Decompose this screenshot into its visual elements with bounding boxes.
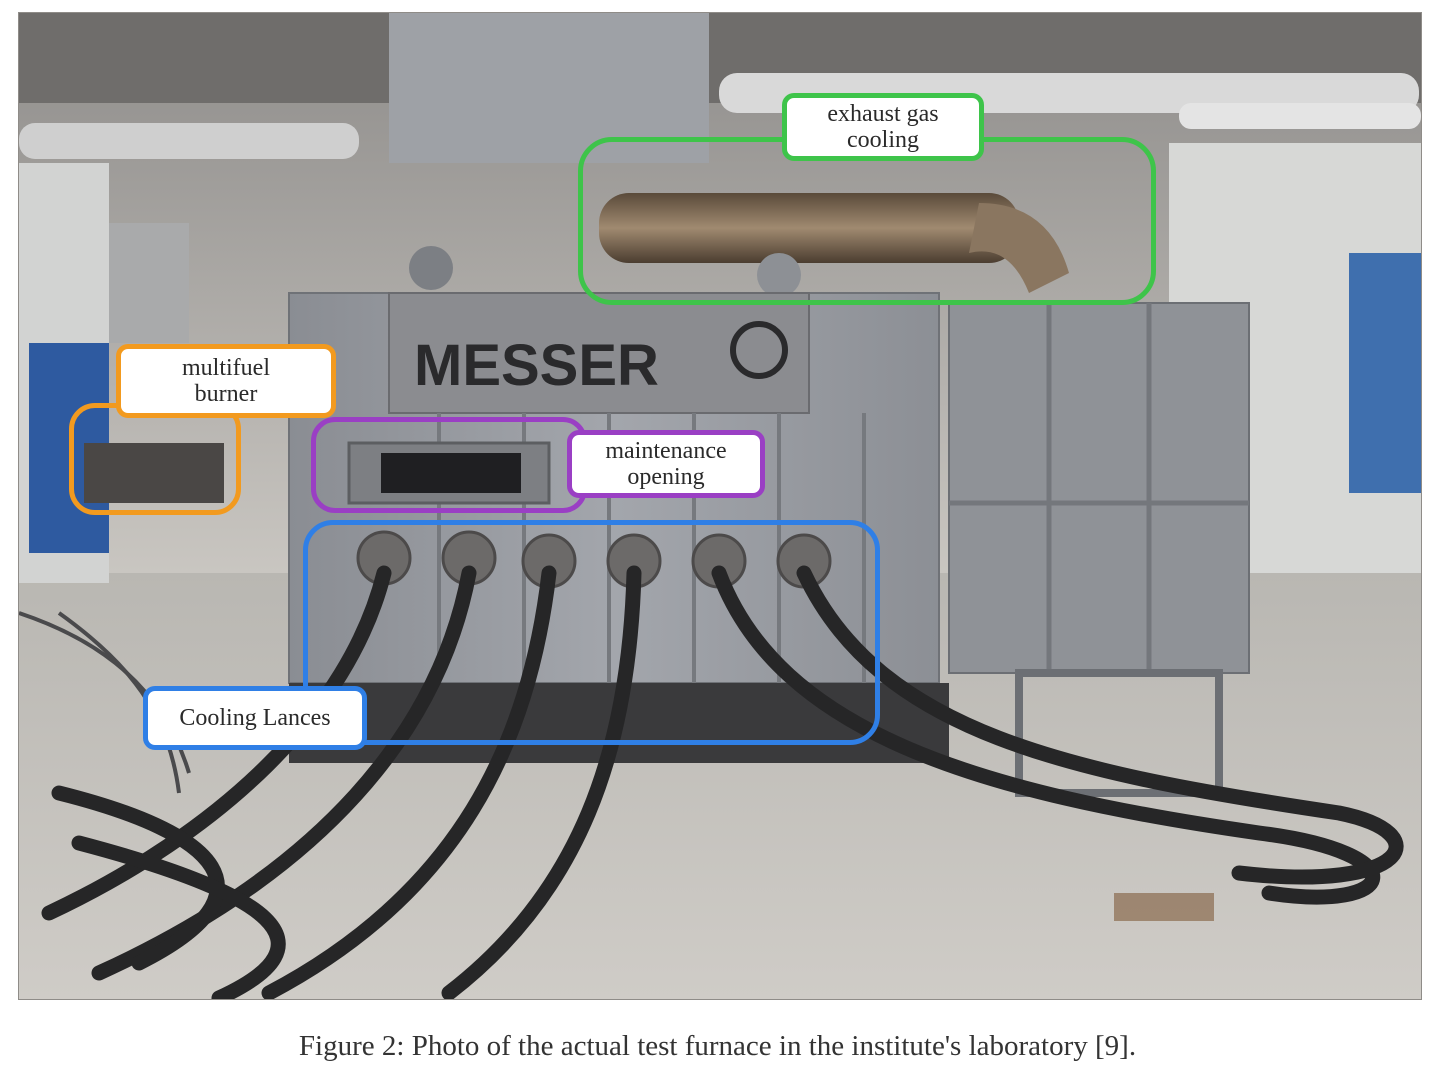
burner-label-line-2: burner bbox=[194, 381, 258, 407]
furnace-scene: MESSER bbox=[19, 13, 1421, 999]
exhaust-gas-cooling-outline bbox=[578, 137, 1156, 305]
maintenance-opening-label: maintenance opening bbox=[567, 430, 765, 498]
exhaust-gas-cooling-label: exhaust gas cooling bbox=[782, 93, 984, 161]
figure-caption: Figure 2: Photo of the actual test furna… bbox=[298, 1030, 1137, 1062]
maintenance-opening-outline bbox=[311, 417, 587, 513]
brand-sign: MESSER bbox=[414, 333, 659, 398]
burner-label-line-1: multifuel bbox=[182, 355, 270, 381]
exhaust-label-line-2: cooling bbox=[847, 127, 919, 153]
maintenance-label-line-1: maintenance bbox=[605, 438, 727, 464]
cooling-lances-label: Cooling Lances bbox=[143, 686, 367, 750]
lances-label-line-1: Cooling Lances bbox=[179, 705, 331, 731]
multifuel-burner-label: multifuel burner bbox=[116, 344, 336, 418]
cooling-lances-outline bbox=[303, 520, 880, 745]
exhaust-label-line-1: exhaust gas bbox=[827, 101, 939, 127]
multifuel-burner-outline bbox=[69, 403, 241, 515]
furnace-photo: MESSER bbox=[18, 12, 1422, 1000]
maintenance-label-line-2: opening bbox=[627, 464, 705, 490]
